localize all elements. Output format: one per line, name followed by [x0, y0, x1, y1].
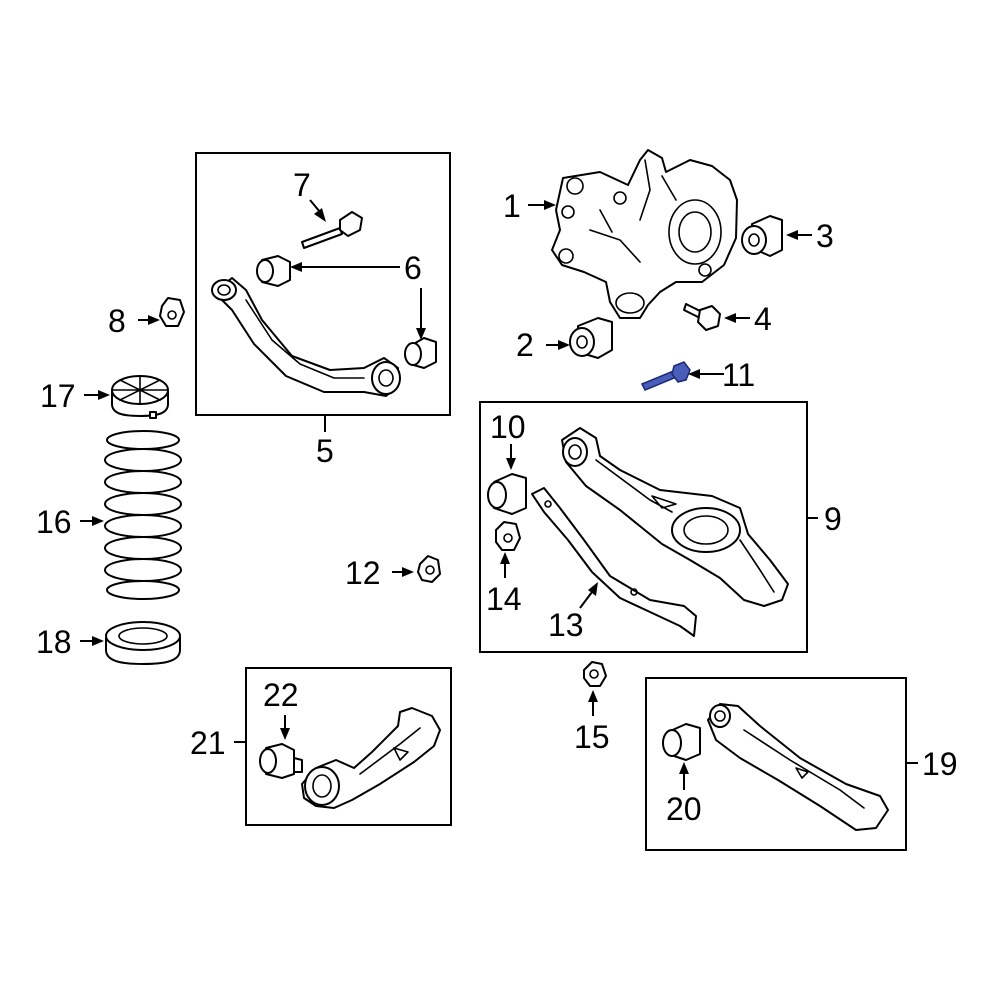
part-nut-14[interactable]	[495, 521, 521, 551]
part-trailing-arm[interactable]	[707, 703, 889, 831]
callout-22[interactable]: 22	[263, 677, 299, 713]
part-bushing-10[interactable]	[487, 473, 527, 515]
callout-21[interactable]: 21	[190, 725, 226, 761]
part-nut-8[interactable]	[159, 297, 185, 327]
part-lateral-link[interactable]	[301, 707, 441, 809]
part-bushing-3[interactable]	[741, 215, 783, 257]
group-box-5	[195, 152, 451, 416]
callout-5[interactable]: 5	[316, 433, 334, 469]
callout-20[interactable]: 20	[666, 791, 702, 827]
callout-19[interactable]: 19	[922, 746, 958, 782]
callout-13[interactable]: 13	[548, 607, 584, 643]
part-bushing-20[interactable]	[662, 723, 701, 761]
part-nut-12[interactable]	[417, 555, 441, 583]
callout-12[interactable]: 12	[345, 555, 381, 591]
part-nut-15[interactable]	[583, 661, 607, 687]
part-bushing-2[interactable]	[569, 317, 613, 359]
callout-7[interactable]: 7	[293, 167, 311, 203]
part-coil-spring-16[interactable]	[104, 430, 182, 600]
callout-16[interactable]: 16	[36, 504, 72, 540]
callout-6[interactable]: 6	[404, 250, 422, 286]
callout-1[interactable]: 1	[503, 188, 521, 224]
part-bushing-6b[interactable]	[404, 337, 437, 369]
part-lower-control-arm[interactable]	[561, 427, 789, 607]
callout-2[interactable]: 2	[516, 327, 534, 363]
callout-9[interactable]: 9	[824, 501, 842, 537]
callout-4[interactable]: 4	[754, 301, 772, 337]
callout-labels: 1 2 3 4 5 6 7 8 9 10 11 12 13 14 15 16 1…	[36, 167, 958, 827]
part-bushing-6a[interactable]	[256, 255, 291, 287]
part-insulator-18[interactable]	[105, 621, 181, 665]
callout-17[interactable]: 17	[40, 378, 76, 414]
part-upper-control-arm[interactable]	[211, 277, 401, 397]
part-bolt-7[interactable]	[301, 211, 363, 249]
callout-15[interactable]: 15	[574, 719, 610, 755]
callout-10[interactable]: 10	[490, 409, 526, 445]
callout-14[interactable]: 14	[486, 581, 522, 617]
callout-8[interactable]: 8	[108, 303, 126, 339]
part-spring-seat-17[interactable]	[111, 375, 169, 419]
group-box-9	[479, 401, 808, 653]
callout-18[interactable]: 18	[36, 624, 72, 660]
callout-11[interactable]: 11	[722, 357, 755, 393]
part-knuckle[interactable]	[551, 149, 738, 319]
part-bracket-13[interactable]	[531, 487, 697, 637]
leader-lines	[80, 199, 918, 790]
part-bolt-4[interactable]	[683, 303, 721, 331]
part-bolt-11[interactable]	[640, 361, 691, 391]
group-box-21	[245, 667, 452, 826]
part-bushing-22[interactable]	[259, 743, 303, 779]
callout-3[interactable]: 3	[816, 218, 834, 254]
